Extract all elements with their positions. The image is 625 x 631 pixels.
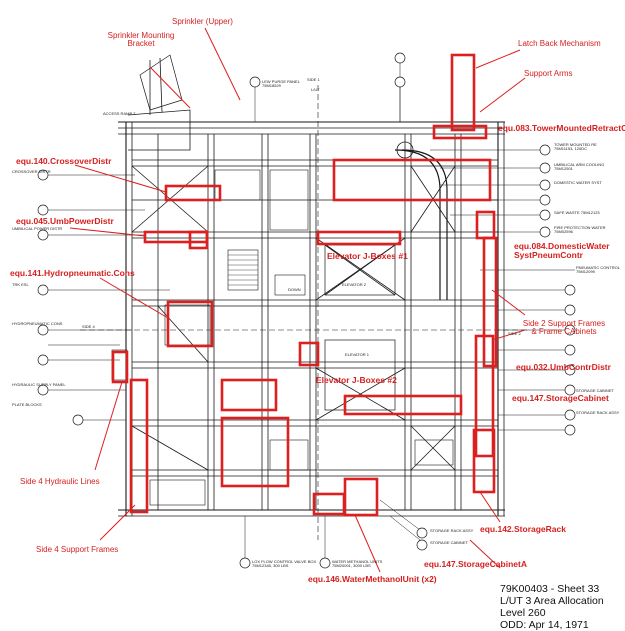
title-block: 79K00403 - Sheet 33 L/UT 3 Area Allocati… (500, 583, 604, 631)
box-umb-power-a (143, 230, 209, 244)
box-umb-contr (474, 334, 495, 458)
side1-note: SIDE 1 (307, 77, 320, 82)
box-hydro-cons (166, 300, 214, 348)
highlight-boxes (111, 53, 498, 517)
title-line-level: Level 260 (500, 607, 546, 619)
label-elev-jbox1: Elevator J-Boxes #1 (327, 251, 408, 261)
highlight-leaders (69, 27, 526, 573)
trk-esl-note: TRK ESL (12, 282, 29, 287)
label-equ032: equ.032.UmbContrDistr (516, 362, 611, 372)
box-water-meth-b (343, 477, 379, 517)
label-equ147-cabA: equ.147.StorageCabinetA (424, 559, 527, 569)
label-equ142: equ.142.StorageRack (480, 524, 566, 534)
storage-rack-note: STORAGE RACK ASSY (576, 410, 620, 415)
label-latch-back: Latch Back Mechanism (518, 39, 601, 48)
label-sprinkler-upper: Sprinkler (Upper) (172, 17, 233, 26)
umb-power-note: UMBILICAL POWER DISTR (12, 226, 63, 231)
down-note: DOWN (288, 287, 301, 292)
label-equ146: equ.146.WaterMethanolUnit (x2) (308, 574, 437, 584)
domestic-water-note: DOMESTIC WATER SYST (554, 180, 602, 185)
hyd-cons-note: HYDROPNEUMATIC CONS (12, 321, 63, 326)
storage-cab-b-note: STORAGE CABINET (430, 540, 468, 545)
box-crossover (164, 184, 222, 202)
crossover-note: CROSSOVER DISTR (12, 169, 51, 174)
box-storage-rack (472, 428, 496, 494)
title-line-sheet: 79K00403 - Sheet 33 (500, 583, 600, 595)
drawing-linework (48, 54, 575, 560)
box-latch-back (450, 53, 476, 132)
box-tower-cyl (432, 124, 488, 140)
label-side2-frames: Side 2 Support Frames & Frame CAbinets (522, 319, 606, 337)
label-side4-hyd: Side 4 Hydraulic Lines (20, 477, 100, 486)
label-equ140: equ.140.CrossoverDistr (16, 156, 112, 166)
label-side4-frames: Side 4 Support Frames (36, 545, 119, 554)
lut-note: L/UT (311, 87, 320, 92)
label-sprinkler-bracket: Sprinkler Mounting Bracket (107, 31, 175, 49)
title-line-area: L/UT 3 Area Allocation (500, 595, 604, 607)
label-equ147-cab: equ.147.StorageCabinet (512, 393, 609, 403)
side4-note: SIDE 4 (82, 324, 95, 329)
hydraulic-supply-note: HYDRAULIC SUPPLY PANEL (12, 382, 66, 387)
box-water-meth-a (312, 492, 346, 516)
label-support-arms: Support Arms (524, 69, 573, 78)
side2-note: SIDE 2 (508, 331, 521, 336)
elevator1-note: ELEVATOR 1 (345, 352, 370, 357)
box-domestic-water (475, 210, 496, 240)
box-center-b (220, 416, 290, 488)
box-side4-hyd-a (111, 350, 129, 384)
box-side4-frames (129, 378, 149, 514)
safe-waste-note: SAFE WASTE 75M12123 (554, 210, 600, 215)
storage-rack-b-note: STORAGE RACK ASSY (430, 528, 474, 533)
title-line-date: ODD: Apr 14, 1971 (500, 619, 589, 631)
box-support-arms (332, 158, 492, 202)
access-ramp-note: ACCESS RAMP 7 (103, 111, 136, 116)
callout-bubbles (37, 52, 576, 569)
box-storage-cab (343, 394, 463, 416)
label-equ045: equ.045.UmbPowerDistr (16, 216, 114, 226)
label-equ141: equ.141.Hydropneumatic.Cons (10, 268, 135, 278)
box-umb-power-b (188, 230, 209, 250)
label-equ084: equ.084.DomesticWaterSystPneumContr (514, 241, 610, 260)
box-elev-jbox1 (316, 230, 402, 246)
box-elev-jbox2 (298, 341, 320, 367)
box-center-a (220, 378, 278, 412)
box-side2-frames (482, 236, 498, 368)
elevator2-note: ELEVATOR 2 (342, 282, 367, 287)
label-elev-jbox2: Elevator J-Boxes #2 (316, 375, 397, 385)
plate-blocks-note: PLATE BLOCKS (12, 402, 42, 407)
storage-cabinet-note: STORAGE CABINET (576, 388, 614, 393)
label-equ083: equ.083.TowerMountedRetractCyl (498, 123, 625, 133)
